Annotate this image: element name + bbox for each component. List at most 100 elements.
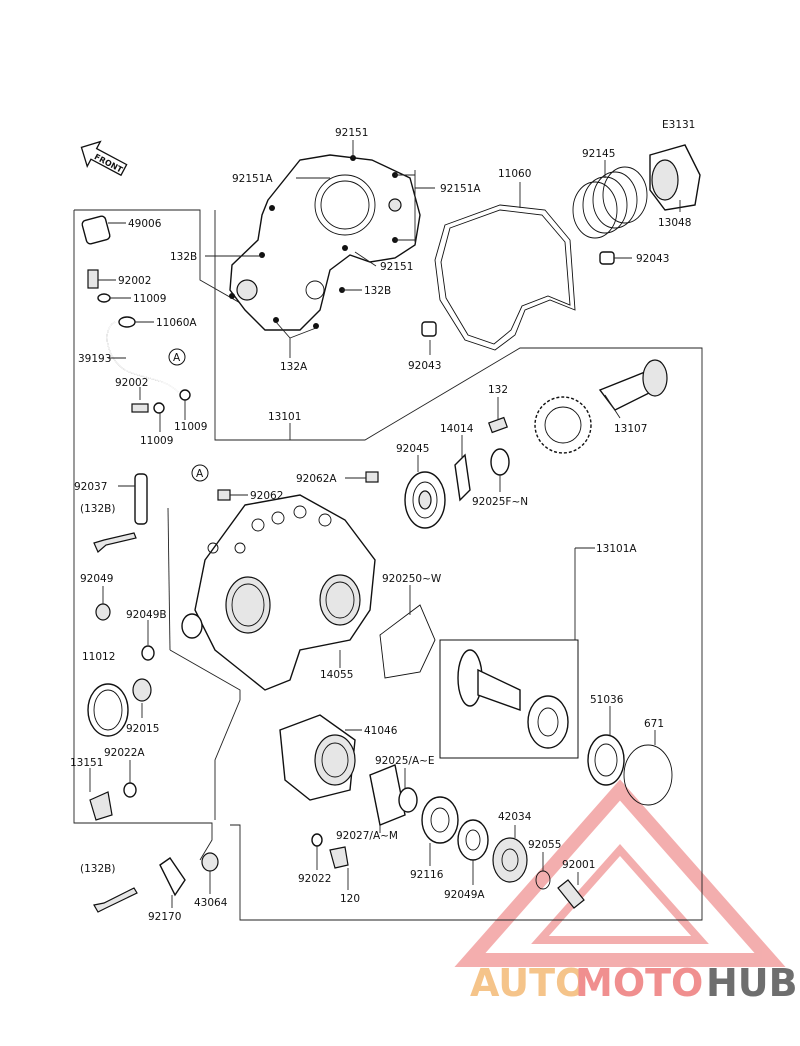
sensor-13151: [89, 791, 113, 821]
label-14014: 14014: [440, 423, 474, 435]
label-92037: 92037: [74, 481, 107, 493]
bolt-132: [488, 416, 508, 434]
label-13151: 13151: [70, 757, 103, 769]
bolt-132B-low: [93, 887, 138, 913]
spring-92145: [572, 166, 648, 239]
label-92045: 92045: [396, 443, 429, 455]
ring-92022A: [123, 782, 137, 798]
stopper-14014: [454, 453, 471, 502]
label-132B-right: 132B: [364, 285, 391, 297]
label-92001: 92001: [562, 859, 595, 871]
ring-92025AE: [398, 787, 418, 813]
label-92022A: 92022A: [104, 747, 145, 759]
label-92049: 92049: [80, 573, 113, 585]
leader-lines: [89, 140, 681, 908]
label-11009-top: 11009: [133, 293, 166, 305]
label-92151-top: 92151: [335, 127, 368, 139]
label-92022: 92022: [298, 873, 331, 885]
label-39193: 39193: [78, 353, 111, 365]
cap-11012: [87, 683, 129, 737]
label-42034: 42034: [498, 811, 532, 823]
label-92151A-right: 92151A: [440, 183, 481, 195]
oring-671: [623, 744, 673, 806]
bushing-92043-right: [599, 251, 615, 265]
seal-51036: [587, 734, 625, 786]
nut-92015: [132, 678, 152, 702]
label-13048: 13048: [658, 217, 691, 229]
label-11012: 11012: [82, 651, 115, 663]
gasket-11060: [434, 204, 576, 351]
watermark-moto: MOTO: [575, 961, 703, 1005]
callout-a-upper: A: [168, 348, 186, 366]
label-920250W: 920250~W: [382, 573, 442, 585]
label-132B-left: 132B: [170, 251, 197, 263]
label-92062: 92062: [250, 490, 283, 502]
label-92002-top: 92002: [118, 275, 151, 287]
callout-a-upper-label: A: [173, 352, 181, 364]
label-92043-left: 92043: [408, 360, 441, 372]
leader-frames: [73, 209, 703, 921]
label-92015: 92015: [126, 723, 159, 735]
label-11060A: 11060A: [156, 317, 197, 329]
gear-case-housing: [194, 494, 376, 691]
watermark-text: AUTO MOTO HUB: [470, 961, 798, 1005]
collar-92027: [369, 764, 406, 826]
label-120: 120: [340, 893, 360, 905]
bolt-92001: [557, 879, 585, 909]
label-49006: 49006: [128, 218, 162, 230]
plug-92062: [217, 489, 231, 501]
label-92055: 92055: [528, 839, 561, 851]
label-11060: 11060: [498, 168, 531, 180]
damper-43064: [201, 852, 219, 872]
gasket-920250W: [379, 604, 436, 679]
label-41046: 41046: [364, 725, 398, 737]
inset-13101A: [439, 548, 579, 759]
bearing-92045: [404, 471, 446, 529]
label-92145: 92145: [582, 148, 615, 160]
washer-11009-low: [153, 402, 165, 414]
callout-a-lower-label: A: [196, 468, 204, 480]
label-671: 671: [644, 718, 664, 730]
washer-11009-right: [179, 389, 191, 401]
plug-92062A: [365, 471, 379, 483]
bolt-120: [329, 846, 349, 869]
label-92049A: 92049A: [444, 889, 485, 901]
part-labels: E3131 92151 92151A 92151A 92151 132B 132…: [70, 119, 695, 923]
label-13101A: 13101A: [596, 543, 637, 555]
label-92025AE: 92025/A~E: [375, 755, 435, 767]
shaft-13107: [598, 359, 668, 411]
label-92002-low: 92002: [115, 377, 148, 389]
label-92025FN: 92025F~N: [472, 496, 528, 508]
label-92151-mid: 92151: [380, 261, 413, 273]
label-11009-low: 11009: [140, 435, 173, 447]
label-51036: 51036: [590, 694, 624, 706]
bracket-92170: [159, 857, 186, 897]
label-132: 132: [488, 384, 508, 396]
label-13107: 13107: [614, 423, 647, 435]
gear-13101: [534, 396, 592, 454]
gear-case-cover: [229, 154, 421, 331]
diagram-code: E3131: [662, 119, 695, 131]
ring-92022: [311, 833, 323, 847]
label-132A: 132A: [280, 361, 308, 373]
seal-92049: [95, 603, 111, 621]
bolt-92002-top: [87, 269, 99, 289]
bearing-92116: [421, 796, 459, 844]
bolt-132B-top: [93, 532, 137, 553]
label-14055: 14055: [320, 669, 353, 681]
label-92027AM: 92027/A~M: [336, 830, 398, 842]
label-92049B: 92049B: [126, 609, 167, 621]
housing-41046: [279, 714, 356, 801]
front-arrow-icon: FRONT: [80, 140, 128, 177]
label-92062A: 92062A: [296, 473, 337, 485]
label-13101: 13101: [268, 411, 301, 423]
callout-a-lower: A: [191, 464, 209, 482]
breather-49006: [81, 215, 111, 245]
watermark-auto: AUTO: [470, 961, 587, 1005]
washer-11009-top: [97, 293, 111, 303]
label-92043-right: 92043: [636, 253, 669, 265]
hose-39193: [106, 316, 179, 393]
bearing-42034: [492, 837, 528, 883]
label-43064: 43064: [194, 897, 228, 909]
washer-92049B: [141, 613, 203, 661]
